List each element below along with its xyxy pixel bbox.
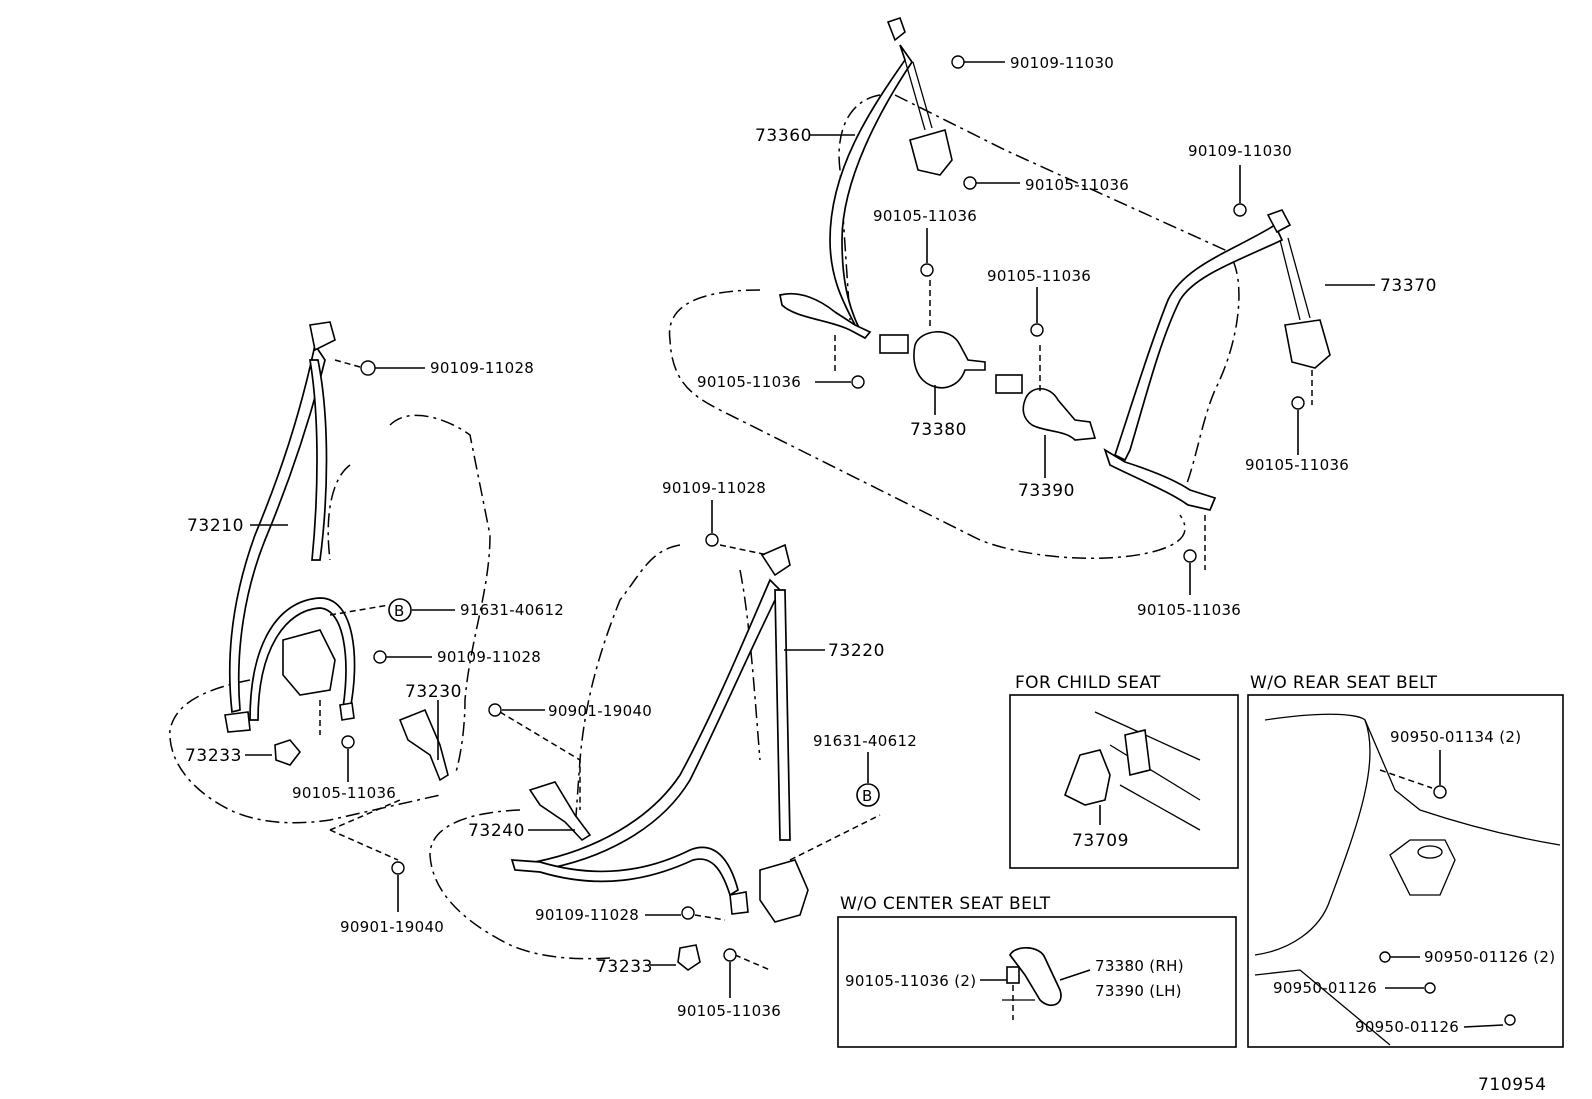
label-73220: 73220	[828, 641, 885, 661]
label-73233-right: 73233	[596, 957, 653, 977]
rear-left-lap-belt	[779, 292, 872, 340]
svg-text:B: B	[862, 787, 873, 805]
buckle-73380-tongue	[879, 334, 909, 354]
figure-id: 710954	[1478, 1075, 1547, 1095]
front-right-seat-assembly: B 90109-11028 90901-19040 91631-40612 90…	[429, 479, 917, 1020]
rear-seatback-outline	[838, 94, 1240, 501]
wo-center-buckle	[1009, 947, 1062, 1007]
inset-wo-center-frame	[837, 916, 1237, 1048]
label-wo-rear-1: 90950-01134 (2)	[1390, 728, 1521, 746]
label-b-rear-right-low: 90105-11036	[1245, 456, 1349, 474]
label-73380: 73380	[910, 420, 967, 440]
label-b-front-left-low: 90105-11036	[292, 784, 396, 802]
svg-text:B: B	[394, 602, 405, 620]
inset-wo-center-belt: W/O CENTER SEAT BELT 90105-11036 (2) 733…	[837, 894, 1237, 1048]
rear-left-anchor-tab	[886, 16, 906, 42]
label-wo-rear-3: 90950-01126	[1273, 979, 1377, 997]
label-b-rear-left-mid: 90105-11036	[1025, 176, 1129, 194]
label-73210: 73210	[187, 516, 244, 536]
label-b-front-right-floor: 90105-11036	[677, 1002, 781, 1020]
rivet-icon	[1379, 785, 1516, 1026]
front-left-seat-assembly: B 90109-11028 91631-40612 90109-11028 90…	[169, 321, 564, 936]
label-b-rear-right-top: 90109-11030	[1188, 142, 1292, 160]
label-b-front-right-top: 90109-11028	[662, 479, 766, 497]
label-wo-rear-2: 90950-01126 (2)	[1424, 948, 1555, 966]
label-73390: 73390	[1018, 481, 1075, 501]
inset-wo-rear-frame	[1247, 694, 1564, 1048]
rear-right-retractor	[1284, 319, 1331, 369]
front-right-seatback-outline	[574, 544, 761, 831]
rear-seat-cushion-outline	[668, 289, 1186, 560]
label-b-upper: 90109-11030	[1010, 54, 1114, 72]
inset-child-seat: FOR CHILD SEAT 73709	[1009, 673, 1239, 869]
label-clip-left: 91631-40612	[460, 601, 564, 619]
label-b-front-left-floor: 90901-19040	[340, 918, 444, 936]
label-73230: 73230	[405, 682, 462, 702]
buckle-73380	[913, 331, 986, 389]
rear-right-lap-belt	[1103, 448, 1217, 511]
label-b-rear-left-low: 90105-11036	[697, 373, 801, 391]
child-seat-anchor-73709	[1063, 749, 1111, 806]
anchor-tab-73210	[309, 321, 336, 352]
buckle-73390-tongue	[995, 374, 1023, 394]
label-b-front-right-seat: 90901-19040	[548, 702, 652, 720]
anchor-tab-73220	[760, 543, 791, 577]
label-73240: 73240	[468, 821, 525, 841]
cover-73233-right	[677, 944, 701, 971]
inset-wo-rear-belt: W/O REAR SEAT BELT 90950-01134 (2) 90950…	[1247, 673, 1564, 1048]
bolt-icon	[851, 55, 1305, 563]
buckle-73390	[1022, 387, 1097, 441]
label-b-front-right-low: 90109-11028	[535, 906, 639, 924]
label-wo-center-lh: 73390 (LH)	[1095, 982, 1182, 1000]
inset-child-seat-title: FOR CHILD SEAT	[1015, 673, 1161, 693]
inset-child-seat-frame	[1009, 694, 1239, 869]
label-73370: 73370	[1380, 276, 1437, 296]
bolt-icon	[488, 533, 737, 962]
rear-seat-assembly: 90109-11030 90109-11030 90105-11036 9010…	[668, 16, 1437, 619]
retractor-73210	[282, 629, 336, 696]
front-left-cushion-outline	[169, 679, 441, 824]
label-clip-right: 91631-40612	[813, 732, 917, 750]
belt-73210	[228, 342, 326, 714]
front-left-seatback-outline	[327, 414, 491, 776]
label-73360: 73360	[755, 126, 812, 146]
lap-belt-73220	[510, 846, 739, 897]
front-right-cushion-outline	[429, 809, 611, 960]
rear-right-anchor-tab	[1266, 209, 1292, 234]
marker-b-left	[388, 598, 412, 622]
label-b-rear-bottom: 90105-11036	[1137, 601, 1241, 619]
cover-73233-left	[274, 739, 302, 766]
label-b-front-left-top: 90109-11028	[430, 359, 534, 377]
label-wo-center-bolt: 90105-11036 (2)	[845, 972, 976, 990]
rear-right-belt-73370	[1113, 223, 1284, 462]
label-b-rear-center2: 90105-11036	[987, 267, 1091, 285]
marker-b-right	[856, 783, 880, 807]
inset-wo-center-title: W/O CENTER SEAT BELT	[840, 894, 1051, 914]
label-73233-left: 73233	[185, 746, 242, 766]
rear-left-belt-73360	[829, 44, 914, 331]
label-wo-rear-4: 90950-01126	[1355, 1018, 1459, 1036]
buckle-73240	[528, 781, 592, 842]
label-wo-center-rh: 73380 (RH)	[1095, 957, 1184, 975]
rear-left-retractor	[909, 128, 953, 176]
buckle-73230	[398, 708, 449, 782]
label-73709: 73709	[1072, 831, 1129, 851]
label-b-front-left-mid: 90109-11028	[437, 648, 541, 666]
retractor-73220	[759, 859, 809, 923]
label-b-rear-center1: 90105-11036	[873, 207, 977, 225]
inset-wo-rear-title: W/O REAR SEAT BELT	[1250, 673, 1438, 693]
